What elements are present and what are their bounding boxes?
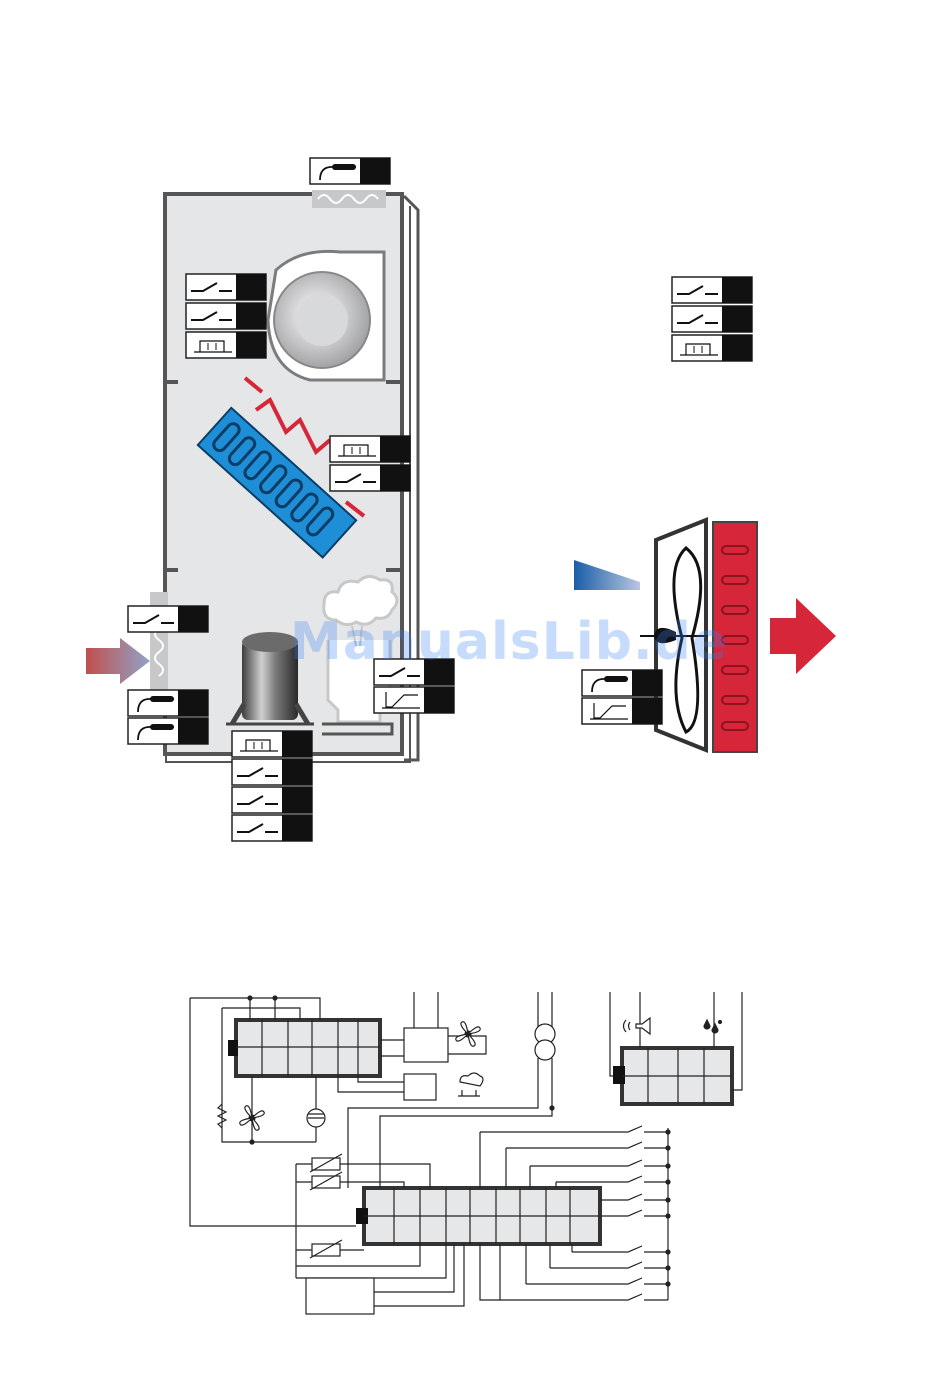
proportional-output-icon [582,698,662,724]
hysteresis-thermostat-icon [232,731,312,757]
proportional-output-icon [374,687,454,713]
temperature-sensor-icon [128,718,208,744]
switch-contact-icon [232,787,312,813]
switch-contact-icon [232,815,312,841]
blower-fan-icon [268,251,384,380]
switch-contact-icon [186,303,266,329]
temperature-sensor-icon [310,158,390,184]
wiring-diagram [190,992,742,1314]
switch-contact-icon [186,274,266,300]
switch-contact-icon [672,277,752,303]
hysteresis-thermostat-icon [186,332,266,358]
return-air-arrow-icon [86,638,150,684]
switch-contact-icon [232,759,312,785]
watermark-text: ManualsLib.de [290,612,728,672]
hysteresis-thermostat-icon [672,335,752,361]
switch-contact-icon [330,465,410,491]
water-leak-icon [704,1020,722,1033]
temperature-sensor-icon [582,670,662,696]
top-air-filter [312,190,386,208]
hysteresis-thermostat-icon [330,436,410,462]
cold-air-arrow-icon [574,560,640,590]
switch-contact-icon [672,306,752,332]
switch-contact-icon [128,606,208,632]
temperature-sensor-icon [128,690,208,716]
humidifier-icon [458,1073,483,1096]
fan-icon [456,1022,481,1047]
expansion-module [306,1278,374,1314]
alarm-horn-icon [624,1018,651,1034]
hot-air-outlet-arrow-icon [770,598,836,674]
